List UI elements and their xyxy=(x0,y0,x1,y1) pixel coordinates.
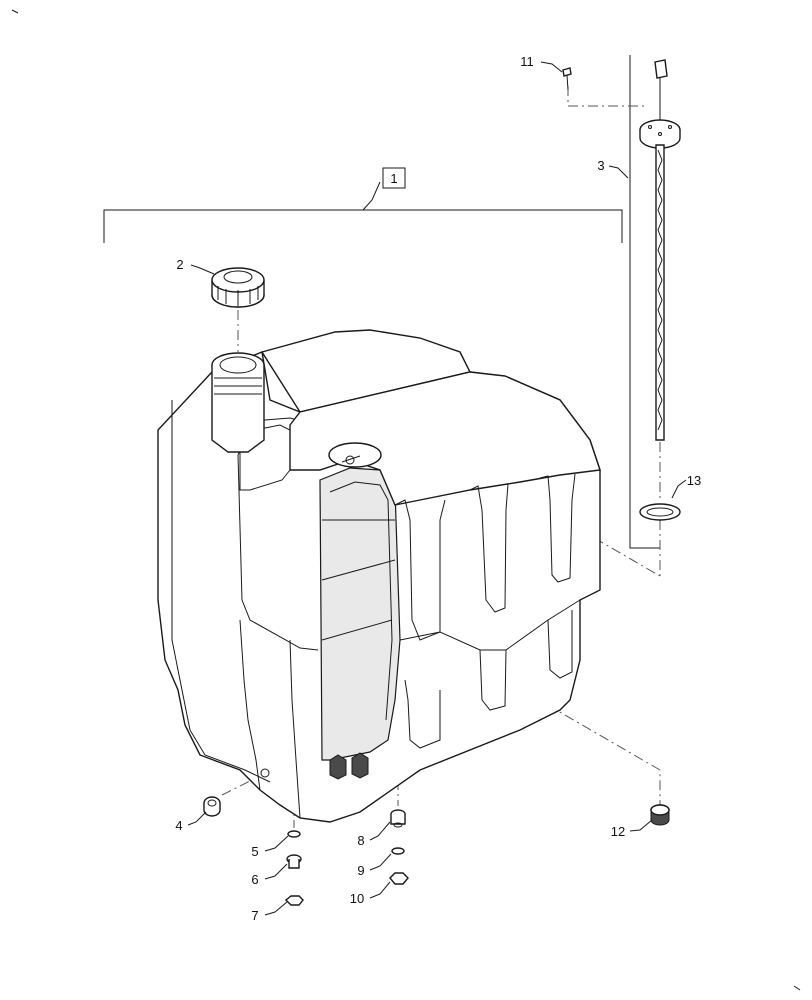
callout-3: 3 xyxy=(597,158,604,173)
callout-13: 13 xyxy=(687,473,701,488)
sender-opening xyxy=(328,442,382,468)
drain-plug-left xyxy=(286,854,302,869)
grommet xyxy=(650,804,670,826)
fitting xyxy=(203,796,221,817)
callout-1-box xyxy=(382,167,406,189)
callout-9: 9 xyxy=(357,863,364,878)
callout-4: 4 xyxy=(175,818,182,833)
sender-bracket xyxy=(629,55,660,549)
callout-11: 11 xyxy=(520,54,534,69)
drain-plug-right xyxy=(390,809,406,828)
corner-mark-bottom xyxy=(793,985,801,991)
fuel-tank xyxy=(157,329,601,823)
nut-left xyxy=(284,895,304,906)
screw xyxy=(562,67,572,91)
fuel-sender xyxy=(639,59,681,441)
assembly-bracket xyxy=(103,167,623,243)
callout-3-leader xyxy=(608,165,629,179)
nut-right xyxy=(389,872,409,885)
leader-lines xyxy=(187,61,687,916)
centerlines xyxy=(221,86,661,828)
callout-10: 10 xyxy=(350,891,364,906)
filler-cap xyxy=(211,267,265,308)
corner-mark-top xyxy=(11,9,19,14)
callout-2: 2 xyxy=(176,257,183,272)
gasket xyxy=(639,503,681,521)
callout-5: 5 xyxy=(251,844,258,859)
drain-washer-right xyxy=(391,847,405,855)
callout-1: 1 xyxy=(390,171,397,186)
callout-12: 12 xyxy=(611,824,625,839)
callout-8: 8 xyxy=(357,833,364,848)
drain-washer-left xyxy=(287,830,301,838)
callout-6: 6 xyxy=(251,872,258,887)
callout-7: 7 xyxy=(251,908,258,923)
